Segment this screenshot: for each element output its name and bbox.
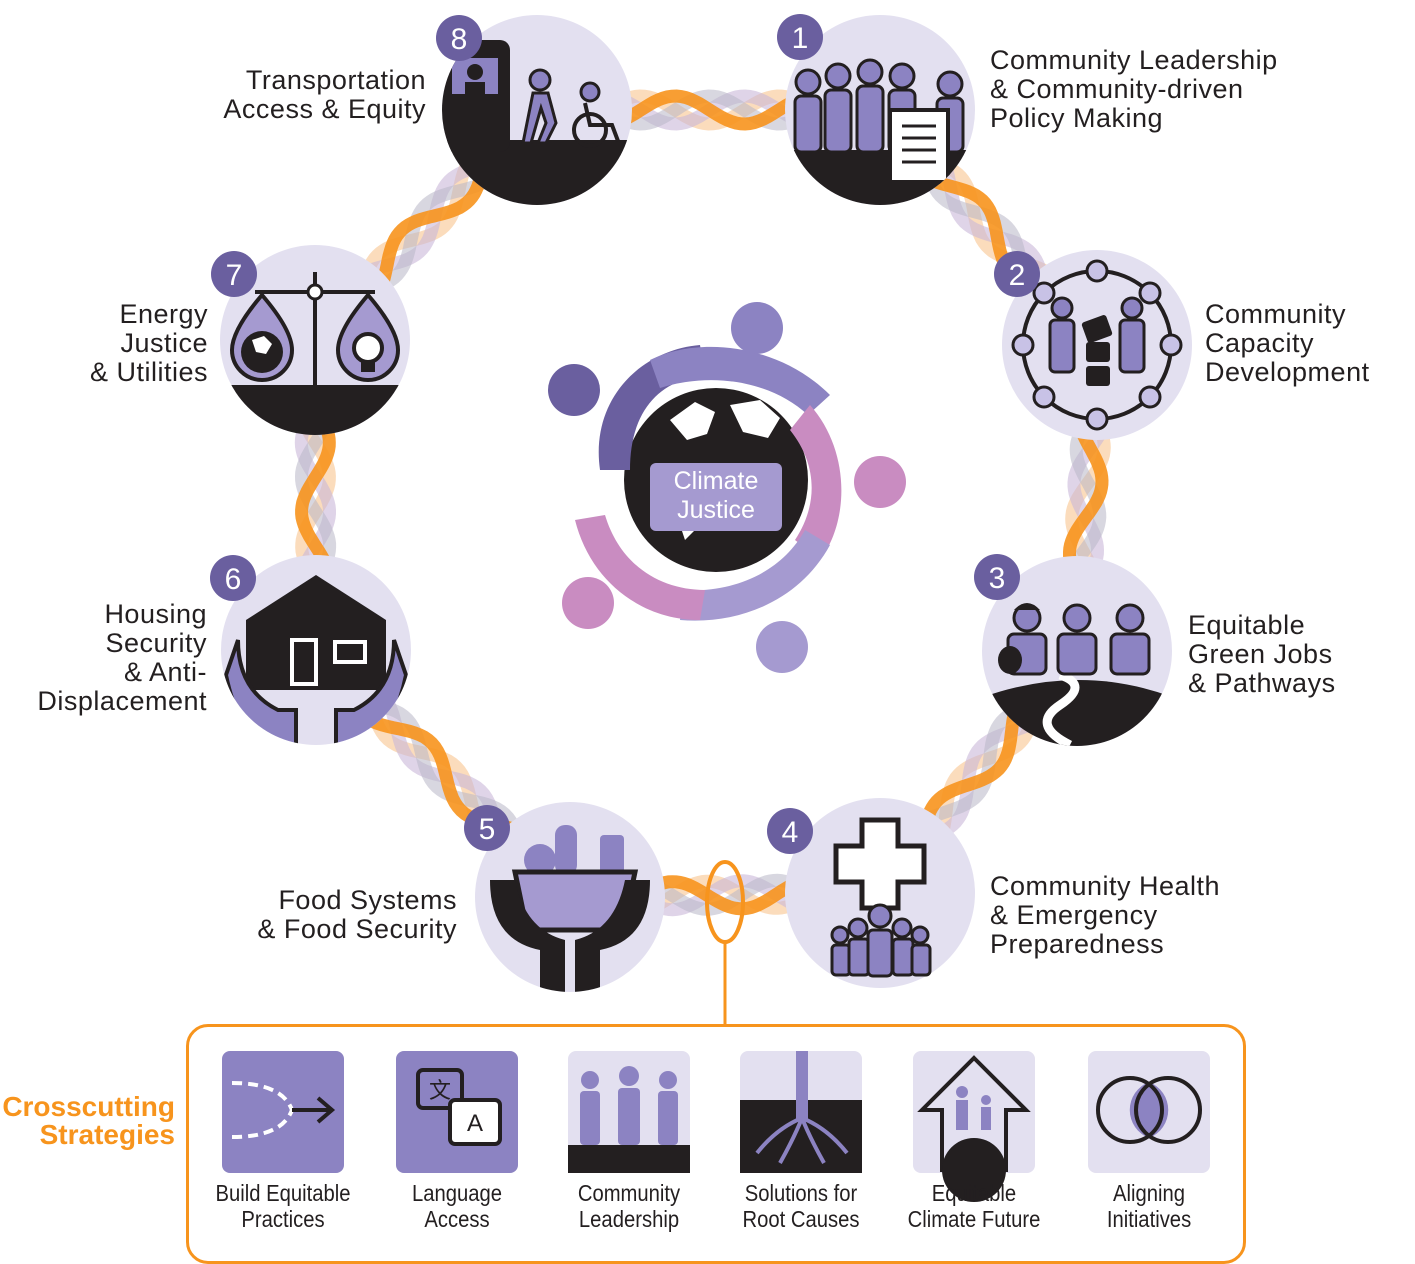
pillar-4-label-line: Preparedness (990, 929, 1165, 959)
strategy-caption-line: Initiatives (1106, 1206, 1192, 1232)
crosscutting-title-line: Crosscutting (2, 1091, 175, 1122)
strategy-caption-equitable-climate-future: Equitable Climate Future (899, 1180, 1049, 1232)
dna-ring (294, 89, 1111, 917)
translation-bubbles-icon: 文 A (396, 1051, 518, 1173)
strategy-caption-line: Community (577, 1180, 681, 1206)
merge-arrow-icon (222, 1051, 344, 1173)
pillar-6-label-line: & Anti- (123, 657, 207, 687)
pillar-6-label-line: Housing (104, 599, 207, 629)
pillar-3-number: 3 (989, 562, 1006, 595)
pillar-5-label-line: & Food Security (257, 914, 457, 944)
strategy-caption-line: Aligning (1112, 1180, 1186, 1206)
strategy-caption-line: Practices (241, 1206, 325, 1232)
pillar-6-label-line: Displacement (37, 686, 207, 716)
pillar-6-label: Housing Security & Anti- Displacement (37, 600, 207, 716)
pillar-3-label-line: & Pathways (1188, 668, 1336, 698)
pillar-7-label-line: & Utilities (89, 357, 208, 387)
dna-strand-segment (1063, 422, 1109, 573)
pillar-5-label-line: Food Systems (278, 885, 457, 915)
pillar-4-label-line: & Emergency (990, 900, 1158, 930)
community-leadership-policy-icon (785, 58, 975, 205)
pillar-8-label: Transportation Access & Equity (223, 66, 426, 124)
pillar-5: 5 (464, 802, 665, 992)
strategy-caption-aligning-initiatives: Aligning Initiatives (1074, 1180, 1224, 1232)
pillar-1-label-line: & Community-driven (990, 74, 1244, 104)
pillar-2: 2 (994, 250, 1192, 440)
crosscutting-title-line: Strategies (39, 1119, 175, 1150)
strategy-caption-line: Equitable (931, 1180, 1017, 1206)
tree-roots-icon (740, 1051, 862, 1173)
strategy-caption-solutions-for-root-causes: Solutions for Root Causes (726, 1180, 876, 1232)
pillar-1: 1 (777, 14, 975, 205)
pillar-4-number: 4 (782, 816, 799, 849)
pillar-2-number: 2 (1009, 259, 1026, 292)
pillar-8-number: 8 (451, 23, 468, 56)
strategy-caption-line: Leadership (578, 1206, 680, 1232)
capacity-network-icon (1011, 259, 1183, 431)
pillar-7: 7 (211, 245, 410, 435)
pillar-7-label-line: Energy (119, 299, 208, 329)
pillar-7-label: Energy Justice & Utilities (90, 300, 208, 387)
center-title-line-1: Climate (673, 467, 759, 495)
food-bowl-hands-icon (490, 825, 650, 992)
pillar-6-number: 6 (225, 563, 242, 596)
dna-strand-segment (919, 703, 1024, 829)
dna-strand-segment (614, 89, 803, 131)
pillar-6: 6 (210, 555, 411, 745)
house-hands-icon (223, 575, 409, 745)
pillar-7-label-line: Justice (120, 328, 208, 358)
strategy-caption-line: Access (424, 1206, 490, 1232)
pillar-1-label: Community Leadership & Community-driven … (990, 46, 1278, 133)
pillar-2-label-line: Development (1205, 357, 1370, 387)
strategy-caption-line: Build Equitable (215, 1180, 351, 1206)
pillar-6-label-line: Security (105, 628, 207, 658)
strategy-caption-language-access: Language Access (382, 1180, 532, 1232)
pillar-1-number: 1 (792, 22, 809, 55)
pillar-5-number: 5 (479, 813, 496, 846)
dna-strand-segment (646, 875, 803, 916)
pillar-2-label: Community Capacity Development (1205, 300, 1370, 387)
center-title-line-2: Justice (677, 496, 755, 524)
pillar-1-label-line: Community Leadership (990, 45, 1278, 75)
strategy-caption-line: Root Causes (742, 1206, 860, 1232)
strategy-caption-build-equitable-practices: Build Equitable Practices (208, 1180, 358, 1232)
pillar-2-label-line: Capacity (1205, 328, 1315, 358)
pillar-3-label-line: Green Jobs (1188, 639, 1333, 669)
center-title: Climate Justice (650, 463, 782, 531)
pillar-3-label-line: Equitable (1188, 610, 1306, 640)
strategy-caption-line: Climate Future (907, 1206, 1041, 1232)
raised-hands-people-icon (568, 1051, 690, 1173)
overlapping-circles-icon (1088, 1051, 1210, 1173)
dna-strand-segment (373, 167, 489, 294)
pillar-7-number: 7 (226, 259, 243, 292)
pillar-8-label-line: Access & Equity (223, 94, 426, 124)
health-cross-people-icon (830, 817, 932, 978)
dna-strand-segment (295, 417, 336, 573)
pillar-4: 4 (767, 798, 975, 988)
crosscutting-title: Crosscutting Strategies (2, 1093, 175, 1149)
svg-text:文: 文 (429, 1079, 451, 1104)
pillar-3-label: Equitable Green Jobs & Pathways (1188, 611, 1336, 698)
pillar-2-label-line: Community (1205, 299, 1347, 329)
pillar-4-label-line: Community Health (990, 871, 1221, 901)
strategy-icons: 文 A (222, 1051, 1210, 1202)
strategy-caption-line: Solutions for (744, 1180, 858, 1206)
family-globe-arrow-icon (913, 1051, 1035, 1202)
pillar-1-label-line: Policy Making (990, 103, 1164, 133)
strategy-caption-line: Language (411, 1180, 503, 1206)
pillar-5-label: Food Systems & Food Security (257, 886, 457, 944)
strategy-caption-community-leadership: Community Leadership (554, 1180, 704, 1232)
pillar-8-label-line: Transportation (245, 65, 426, 95)
pillar-4-label: Community Health & Emergency Preparednes… (990, 872, 1220, 959)
svg-text:A: A (467, 1110, 483, 1137)
